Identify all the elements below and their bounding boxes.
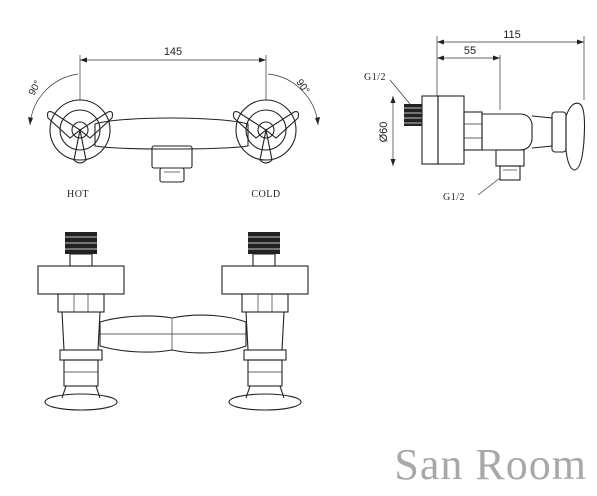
dim-diameter-60: Ø60 <box>378 122 390 143</box>
thread-label-top: G1/2 <box>364 72 386 83</box>
dim-depth-115: 115 <box>503 29 521 41</box>
hot-label: HOT <box>67 189 89 200</box>
watermark: San Room <box>394 440 587 489</box>
top-view: 145 90° 90° HOT COLD <box>27 46 320 200</box>
front-elevation <box>37 232 309 411</box>
rotation-left-label: 90° <box>27 79 44 98</box>
dim-depth-55: 55 <box>464 45 476 57</box>
rotation-right-label: 90° <box>294 77 312 96</box>
thread-label-bottom: G1/2 <box>443 192 465 203</box>
dim-width-145: 145 <box>164 46 182 58</box>
cold-label: COLD <box>251 189 280 200</box>
side-view: 115 55 Ø60 G1/ <box>364 29 586 203</box>
